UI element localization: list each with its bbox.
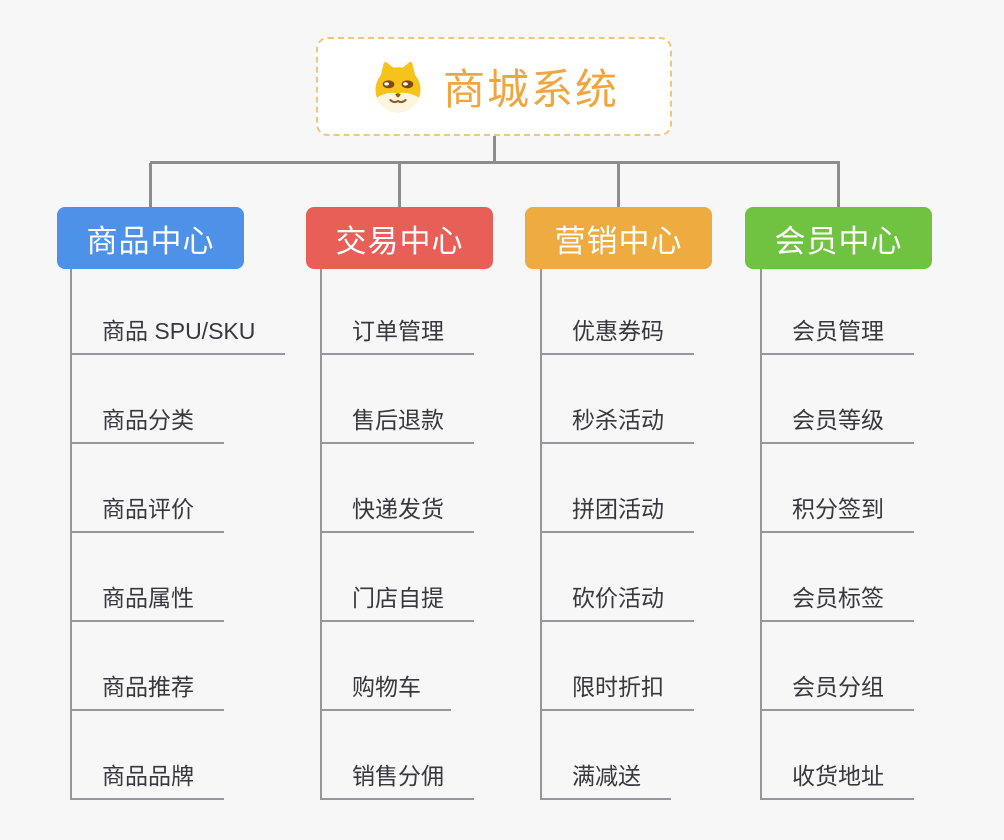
branch-children-member-center: 会员管理 会员等级 积分签到 会员标签 会员分组 收货地址 bbox=[760, 269, 914, 800]
leaf-node[interactable]: 商品评价 bbox=[72, 495, 224, 533]
connector-drop-products bbox=[149, 163, 152, 208]
leaf-node[interactable]: 积分签到 bbox=[762, 495, 914, 533]
leaf-node[interactable]: 商品推荐 bbox=[72, 673, 224, 711]
connector-drop-members bbox=[837, 163, 840, 208]
leaf-node[interactable]: 商品属性 bbox=[72, 584, 224, 622]
root-node[interactable]: 商城系统 bbox=[316, 37, 672, 136]
branch-children-product-center: 商品 SPU/SKU 商品分类 商品评价 商品属性 商品推荐 商品品牌 bbox=[70, 269, 286, 800]
connector-horizontal-bus bbox=[150, 161, 840, 164]
leaf-node[interactable]: 购物车 bbox=[322, 673, 451, 711]
leaf-node[interactable]: 售后退款 bbox=[322, 406, 474, 444]
leaf-node[interactable]: 收货地址 bbox=[762, 762, 914, 800]
leaf-node[interactable]: 商品分类 bbox=[72, 406, 224, 444]
leaf-node[interactable]: 商品品牌 bbox=[72, 762, 224, 800]
connector-drop-trade bbox=[398, 163, 401, 208]
branch-node-product-center[interactable]: 商品中心 bbox=[57, 207, 244, 269]
connector-drop-marketing bbox=[617, 163, 620, 208]
leaf-node[interactable]: 拼团活动 bbox=[542, 495, 694, 533]
shiba-dog-icon bbox=[375, 61, 421, 112]
leaf-node[interactable]: 门店自提 bbox=[322, 584, 474, 622]
leaf-node[interactable]: 销售分佣 bbox=[322, 762, 474, 800]
leaf-node[interactable]: 会员标签 bbox=[762, 584, 914, 622]
leaf-node[interactable]: 优惠券码 bbox=[542, 317, 694, 355]
branch-node-member-center[interactable]: 会员中心 bbox=[745, 207, 932, 269]
leaf-node[interactable]: 会员分组 bbox=[762, 673, 914, 711]
leaf-node[interactable]: 订单管理 bbox=[322, 317, 474, 355]
leaf-node[interactable]: 商品 SPU/SKU bbox=[72, 317, 286, 355]
leaf-node[interactable]: 会员等级 bbox=[762, 406, 914, 444]
leaf-node[interactable]: 砍价活动 bbox=[542, 584, 694, 622]
root-title: 商城系统 bbox=[442, 66, 619, 113]
leaf-node[interactable]: 快递发货 bbox=[322, 495, 474, 533]
branch-node-marketing-center[interactable]: 营销中心 bbox=[525, 207, 712, 269]
leaf-node[interactable]: 会员管理 bbox=[762, 317, 914, 355]
branch-children-trade-center: 订单管理 售后退款 快递发货 门店自提 购物车 销售分佣 bbox=[320, 269, 474, 800]
leaf-node[interactable]: 秒杀活动 bbox=[542, 406, 694, 444]
branch-children-marketing-center: 优惠券码 秒杀活动 拼团活动 砍价活动 限时折扣 满减送 bbox=[540, 269, 694, 800]
connector-root-drop bbox=[493, 135, 496, 163]
leaf-node[interactable]: 满减送 bbox=[542, 762, 671, 800]
branch-node-trade-center[interactable]: 交易中心 bbox=[306, 207, 493, 269]
leaf-node[interactable]: 限时折扣 bbox=[542, 673, 694, 711]
